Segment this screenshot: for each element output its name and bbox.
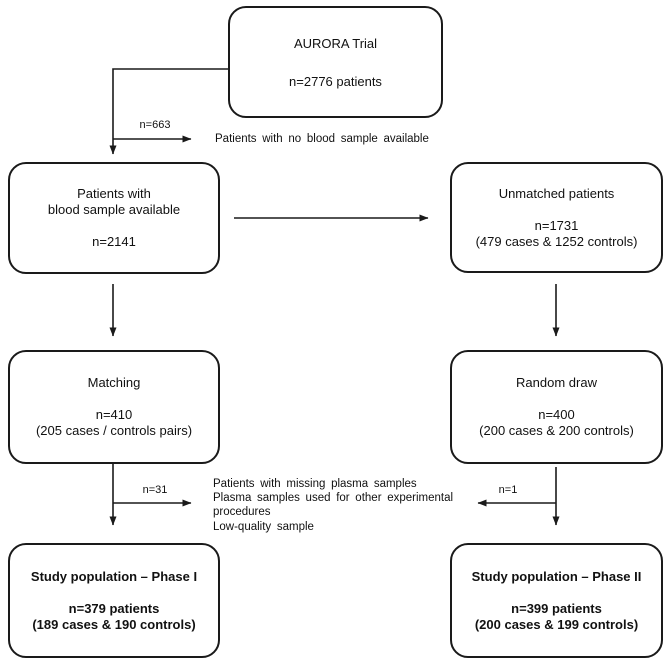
box-phase1-breakdown: (189 cases & 190 controls) — [32, 616, 196, 632]
excluded-phase2-count: n=1 — [498, 484, 518, 496]
excluded-no-blood-count: n=663 — [139, 119, 171, 131]
box-unmatched-breakdown: (479 cases & 1252 controls) — [475, 233, 638, 249]
box-blood-count: n=2141 — [92, 234, 136, 249]
box-phase1-title: Study population – Phase I — [30, 568, 198, 584]
excluded-no-blood-reason: Patients with no blood sample available — [215, 133, 429, 145]
box-random-title: Random draw — [516, 375, 597, 390]
excluded-phase1-reason-line4: Low-quality sample — [213, 520, 314, 533]
arrow-aurora-to-blood — [109, 68, 228, 155]
box-matching: Matching n=410 (205 cases / controls pai… — [8, 350, 220, 464]
box-phase2-title: Study population – Phase II — [471, 568, 642, 584]
excluded-phase1-count: n=31 — [142, 484, 168, 496]
box-phase2-breakdown: (200 cases & 199 controls) — [474, 616, 639, 632]
box-unmatched-title: Unmatched patients — [498, 185, 615, 201]
box-study-population-phase1: Study population – Phase I n=379 patient… — [8, 543, 220, 658]
box-phase2-count: n=399 patients — [511, 600, 602, 616]
box-unmatched-count: n=1731 — [534, 217, 579, 233]
box-matching-title: Matching — [87, 375, 141, 390]
box-random-count: n=400 — [538, 407, 575, 422]
box-random-breakdown: (200 cases & 200 controls) — [479, 423, 634, 438]
box-matching-breakdown: (205 cases / controls pairs) — [35, 423, 193, 438]
box-aurora-title: AURORA Trial — [293, 35, 378, 51]
box-blood-title-line2: blood sample available — [47, 202, 181, 217]
box-unmatched-patients: Unmatched patients n=1731 (479 cases & 1… — [450, 162, 663, 273]
excluded-phase1-reasons: Patients with missing plasma samples Pla… — [213, 477, 453, 534]
box-study-population-phase2: Study population – Phase II n=399 patien… — [450, 543, 663, 658]
excluded-phase1-reason-line2: Plasma samples used for other experiment… — [213, 492, 454, 505]
box-blood-sample-available: Patients with blood sample available n=2… — [8, 162, 220, 274]
excluded-phase1-reason-line3: procedures — [213, 506, 271, 519]
box-aurora-count: n=2776 patients — [289, 73, 382, 89]
box-random-draw: Random draw n=400 (200 cases & 200 contr… — [450, 350, 663, 464]
box-aurora-trial: AURORA Trial n=2776 patients — [228, 6, 443, 118]
excluded-phase1-reason-line1: Patients with missing plasma samples — [213, 478, 417, 490]
box-phase1-count: n=379 patients — [68, 600, 160, 616]
box-matching-count: n=410 — [95, 407, 133, 422]
box-blood-title-line1: Patients with — [77, 186, 151, 201]
